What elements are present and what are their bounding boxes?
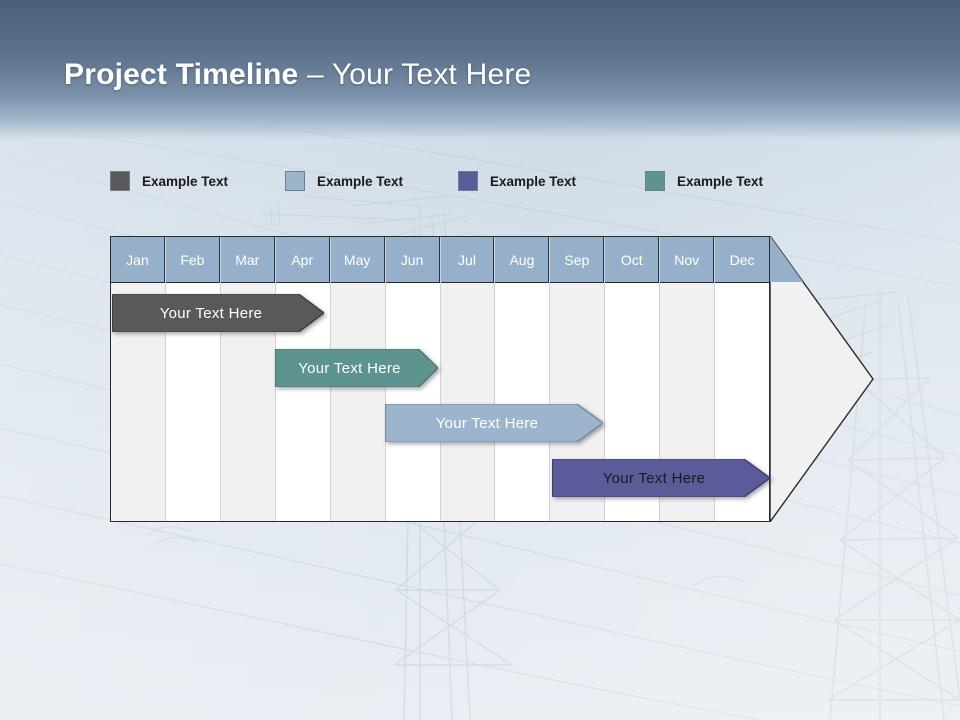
legend-swatch-icon (458, 171, 478, 191)
timeline-chart: Jan Feb Mar Apr May Jun Jul Aug (110, 236, 874, 522)
month-header: Apr (275, 237, 330, 283)
legend-item-label: Example Text (490, 173, 577, 189)
month-header: May (330, 237, 385, 283)
month-header: Jan (111, 237, 165, 283)
month-header: Nov (660, 237, 715, 283)
page-title-strong: Project Timeline (64, 58, 299, 91)
timeline-task-bar[interactable]: Your Text Here (112, 294, 324, 332)
month-header: Dec (715, 237, 770, 283)
legend-item-label: Example Text (677, 173, 764, 189)
month-header: Oct (605, 237, 660, 283)
legend-item[interactable]: Example Text (458, 168, 576, 194)
timeline-column[interactable]: Jan (111, 237, 166, 521)
timeline-arrowhead-header-wedge (770, 236, 803, 282)
header-band (0, 0, 960, 140)
timeline-grid: Jan Feb Mar Apr May Jun Jul Aug (110, 236, 770, 522)
month-header: Jun (385, 237, 440, 283)
legend-swatch-icon (110, 171, 130, 191)
legend-item[interactable]: Example Text (110, 168, 228, 194)
task-label: Your Text Here (159, 304, 263, 322)
legend-item[interactable]: Example Text (285, 168, 403, 194)
timeline-arrowhead (770, 236, 874, 522)
task-label: Your Text Here (298, 359, 401, 377)
page-title-rest: Your Text Here (331, 58, 532, 91)
month-header: Sep (550, 237, 605, 283)
legend-item-label: Example Text (317, 173, 404, 189)
timeline-task-bar[interactable]: Your Text Here (385, 404, 603, 442)
month-header: Aug (495, 237, 550, 283)
legend-item[interactable]: Example Text (645, 168, 763, 194)
legend: Example Text Example Text Example Text E… (110, 168, 810, 198)
month-header: Jul (440, 237, 495, 283)
legend-swatch-icon (285, 171, 305, 191)
page-title: Project Timeline – Your Text Here (64, 58, 531, 92)
legend-item-label: Example Text (142, 173, 229, 189)
timeline-column[interactable]: Aug (495, 237, 551, 521)
legend-swatch-icon (645, 171, 665, 191)
task-label: Your Text Here (435, 414, 539, 432)
timeline-column[interactable]: Jul (440, 237, 496, 521)
timeline-column[interactable]: Mar (220, 237, 276, 521)
month-header: Mar (220, 237, 275, 283)
timeline-column[interactable]: Feb (165, 237, 221, 521)
task-label: Your Text Here (602, 469, 706, 487)
timeline-task-bar[interactable]: Your Text Here (552, 459, 770, 497)
page-title-dash: – (298, 58, 332, 91)
timeline-task-bar[interactable]: Your Text Here (275, 349, 438, 387)
month-header: Feb (165, 237, 220, 283)
